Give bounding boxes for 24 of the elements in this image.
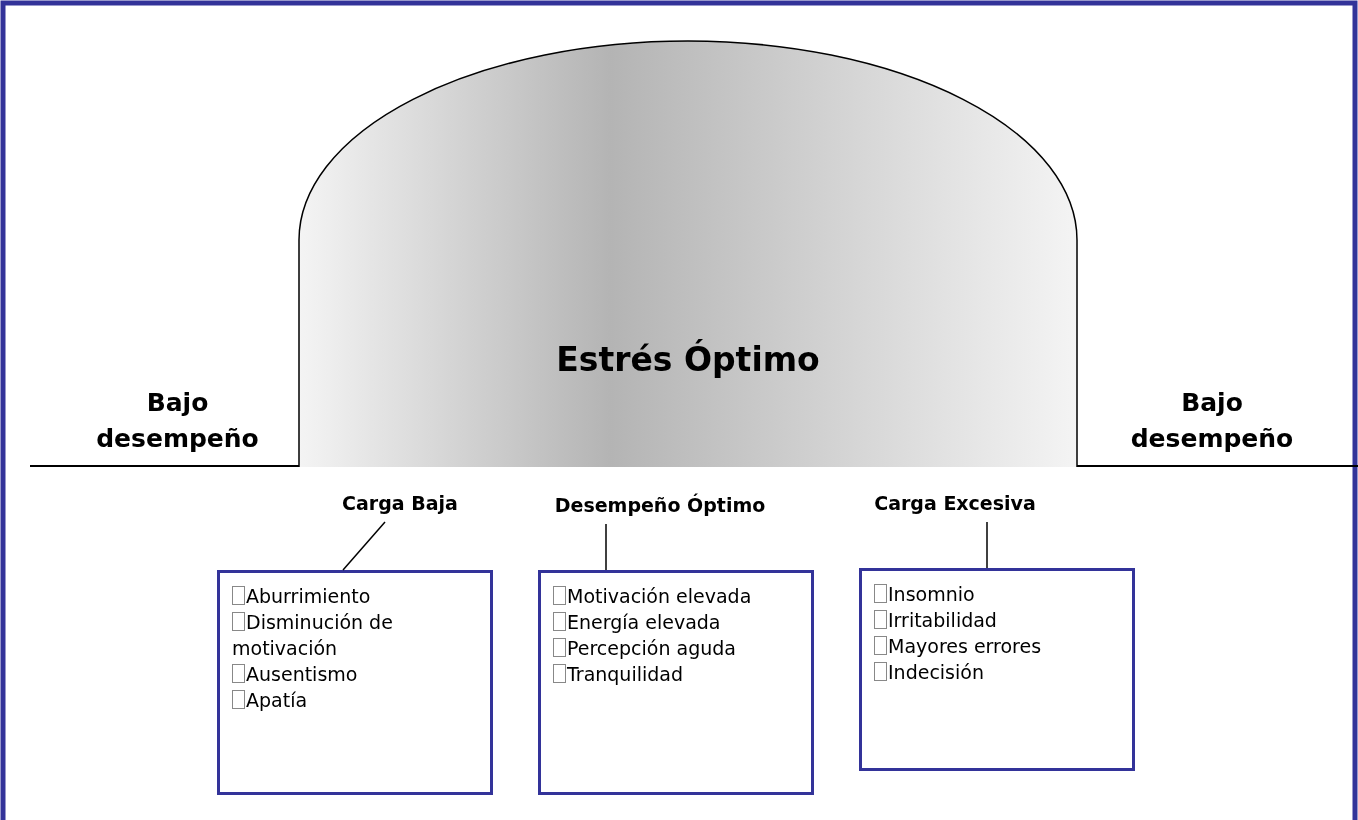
list-item: Mayores errores (874, 633, 1122, 659)
list-item: Percepción aguda (553, 635, 801, 661)
list-box (538, 570, 814, 795)
list-item: Insomnio (874, 581, 1122, 607)
list-item: Indecisión (874, 659, 1122, 685)
list-item: Energía elevada (553, 609, 801, 635)
heading-label: Desempeño Óptimo (554, 494, 766, 522)
heading-label: Carga Excesiva (874, 492, 1036, 520)
list-item: Disminución de motivación (232, 609, 480, 661)
list-item: Tranquilidad (553, 661, 801, 687)
dome-title: Estrés Óptimo (555, 340, 821, 379)
leader-line (342, 521, 386, 571)
leader-line (986, 521, 988, 569)
list-item: Irritabilidad (874, 607, 1122, 633)
list-item: Ausentismo (232, 661, 480, 687)
side-label: Bajo desempeño (95, 387, 260, 455)
list-box (859, 568, 1135, 771)
heading-label: Carga Baja (342, 492, 458, 520)
list-item: Apatía (232, 687, 480, 713)
list-box (217, 570, 493, 795)
list-item: Aburrimiento (232, 583, 480, 609)
list-item: Motivación elevada (553, 583, 801, 609)
leader-line (605, 523, 607, 571)
side-label: Bajo desempeño (1129, 387, 1295, 455)
